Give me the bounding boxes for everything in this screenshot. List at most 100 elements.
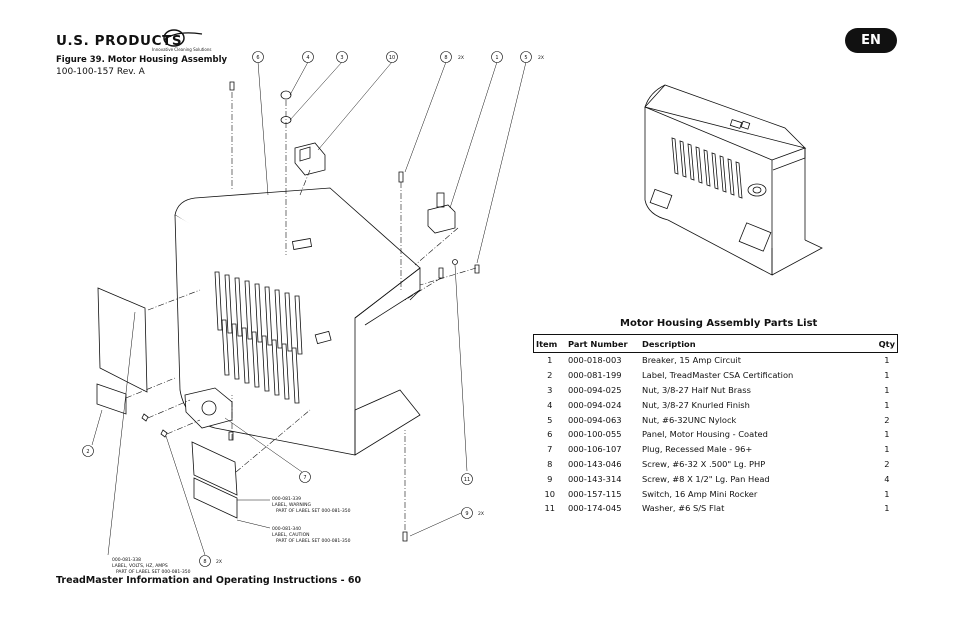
caution-note-pn: 000-081-340 [272,526,301,532]
cell-qty: 4 [884,473,890,484]
callout-7: 7 [303,475,306,481]
cell-part-number: 000-100-055 [568,429,622,440]
callout-8-lower: 8 [203,559,206,565]
table-row: 10 000-157-115 Switch, 16 Amp Mini Rocker 1 [534,486,898,501]
cell-item: 8 [547,458,553,469]
cell-item: 6 [547,429,553,440]
assembled-housing-view [644,84,823,276]
table-row: 9 000-143-314 Screw, #8 X 1/2" Lg. Pan Hea… [534,471,898,486]
callout-4: 4 [306,55,309,61]
knurled-nut-part [280,90,292,100]
callout-8: 8 [444,55,447,61]
volts-note-set: PART OF LABEL SET 000-081-350 [116,569,191,575]
cell-qty: 1 [884,503,890,514]
cell-qty: 1 [884,488,890,499]
cell-qty: 1 [884,384,890,395]
cell-qty: 1 [884,429,890,440]
callout-6: 6 [256,55,259,61]
cell-part-number: 000-106-107 [568,444,622,455]
callout-11: 11 [464,477,470,483]
cell-part-number: 000-094-025 [568,384,622,395]
callout-3: 3 [340,55,343,61]
callout-9-qty: 2X [478,511,484,517]
column-header-description: Description [640,334,867,353]
cell-qty: 1 [884,444,890,455]
table-row: 8 000-143-046 Screw, #6-32 X .500" Lg. PHP… [534,457,898,472]
column-header-item: Item [533,334,566,353]
cell-description: Label, TreadMaster CSA Certification [642,370,794,381]
cell-part-number: 000-174-045 [568,503,622,514]
warning-note-pn: 000-081-339 [272,496,301,502]
circuit-breaker-part [427,204,456,234]
table-row: 5 000-094-063 Nut, #6-32UNC Nylock 2 [534,412,898,427]
cell-description: Breaker, 15 Amp Circuit [642,355,741,366]
page-footer: TreadMaster Information and Operating In… [56,575,362,586]
cell-part-number: 000-094-024 [568,399,622,410]
cell-qty: 2 [884,414,890,425]
cell-part-number: 000-143-046 [568,458,622,469]
callout-8-lower-qty: 2X [216,559,222,565]
figure-revision: 100-100-157 Rev. A [56,67,145,77]
callout-5-qty: 2X [538,55,544,61]
column-header-qty: Qty [866,334,898,353]
csa-label-part [97,287,148,393]
label-notes: 000-081-339 LABEL, WARNING PART OF LABEL… [112,496,351,575]
caution-note-set: PART OF LABEL SET 000-081-350 [276,538,351,544]
callout-5: 5 [524,55,527,61]
cell-description: Washer, #6 S/S Flat [642,503,725,514]
cell-qty: 1 [884,370,890,381]
cell-qty: 1 [884,355,890,366]
volts-note-desc: LABEL, VOLTS, HZ, AMPS [112,563,168,569]
volts-note-pn: 000-081-338 [112,557,141,563]
cell-qty: 2 [884,458,890,469]
cell-part-number: 000-081-199 [568,370,622,381]
cell-description: Screw, #8 X 1/2" Lg. Pan Head [642,473,770,484]
cell-part-number: 000-018-003 [568,355,622,366]
cell-description: Nut, 3/8-27 Knurled Finish [642,399,750,410]
parts-table-header: Item Part Number Description Qty [533,334,898,353]
cell-description: Screw, #6-32 X .500" Lg. PHP [642,458,766,469]
us-products-logo: U.S. PRODUCTS Innovative Cleaning Soluti… [56,28,211,54]
language-badge: EN [845,28,897,53]
cell-qty: 1 [884,399,890,410]
brand-name: U.S. PRODUCTS [56,33,183,49]
table-row: 11 000-174-045 Washer, #6 S/S Flat 1 [534,501,898,516]
cell-part-number: 000-094-063 [568,414,622,425]
parts-list-title: Motor Housing Assembly Parts List [620,318,818,329]
table-row: 6 000-100-055 Panel, Motor Housing - Coate… [534,427,898,442]
cell-description: Nut, #6-32UNC Nylock [642,414,737,425]
cell-part-number: 000-157-115 [568,488,622,499]
figure-title: Figure 39. Motor Housing Assembly [56,55,228,65]
cell-item: 3 [547,384,553,395]
callout-9: 9 [465,511,468,517]
cell-item: 2 [547,370,553,381]
cell-item: 9 [547,473,553,484]
cell-description: Nut, 3/8-27 Half Nut Brass [642,384,751,395]
caution-note-desc: LABEL, CAUTION [272,532,310,538]
rocker-switch-part [294,142,326,176]
table-row: 2 000-081-199 Label, TreadMaster CSA Certi… [534,368,898,383]
callout-10: 10 [389,55,395,61]
logo-swoosh-icon [163,29,203,47]
vent-slots [214,271,303,404]
column-header-part-number: Part Number [566,334,640,353]
table-row: 4 000-094-024 Nut, 3/8-27 Knurled Finish 1 [534,397,898,412]
callout-8-qty: 2X [458,55,464,61]
warning-note-desc: LABEL, WARNING [272,502,311,508]
cell-item: 4 [547,399,553,410]
brand-tagline: Innovative Cleaning Solutions [152,47,212,52]
cell-item: 11 [544,503,556,514]
cell-item: 10 [544,488,556,499]
cell-description: Panel, Motor Housing - Coated [642,429,768,440]
parts-list-table: Item Part Number Description Qty 1 000-01… [533,334,898,516]
cell-item: 5 [547,414,553,425]
cell-part-number: 000-143-314 [568,473,622,484]
callout-2: 2 [86,449,89,455]
cell-description: Switch, 16 Amp Mini Rocker [642,488,758,499]
cell-description: Plug, Recessed Male - 96+ [642,444,753,455]
callout-1: 1 [495,55,498,61]
warning-note-set: PART OF LABEL SET 000-081-350 [276,508,351,514]
